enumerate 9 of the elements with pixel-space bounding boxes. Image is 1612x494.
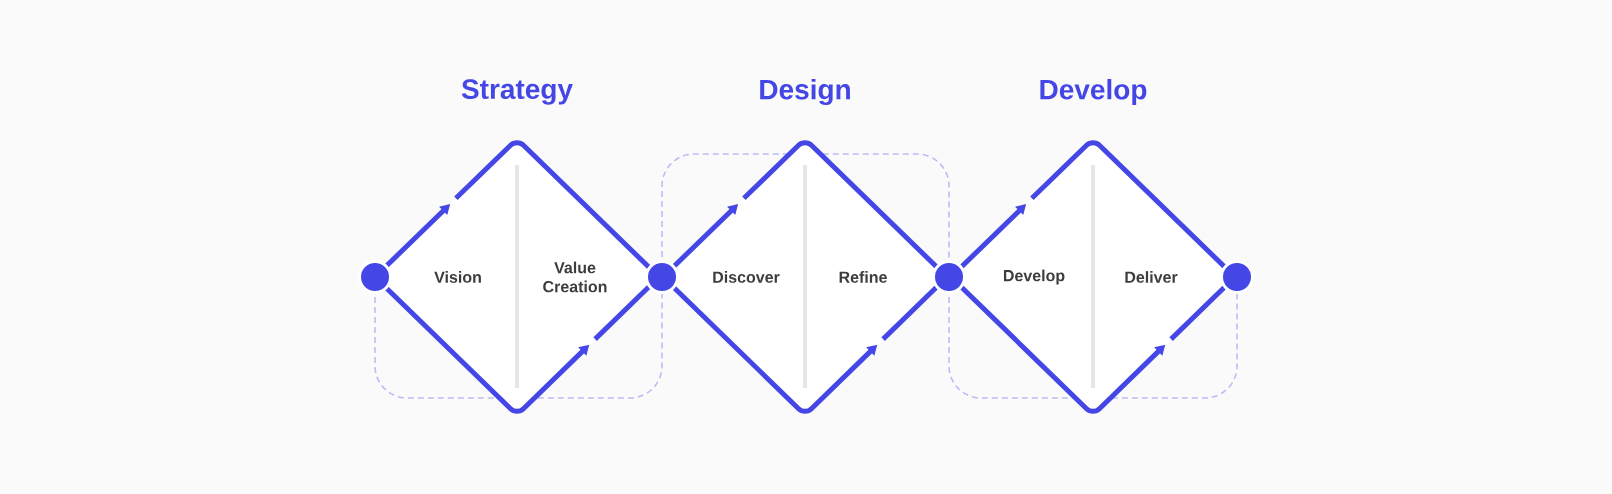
stage-heading: Develop — [1040, 78, 1147, 106]
stage-label: Deliver — [1125, 271, 1178, 283]
stage-heading: Strategy — [461, 79, 573, 105]
stage-label: Refine — [839, 271, 887, 283]
stage-label: Discover — [713, 271, 780, 283]
stage-label: Value Creation — [543, 261, 607, 293]
stage-label: Develop — [1003, 269, 1065, 285]
stage-label: Vision — [434, 271, 481, 283]
stage-heading: Design — [760, 78, 850, 106]
